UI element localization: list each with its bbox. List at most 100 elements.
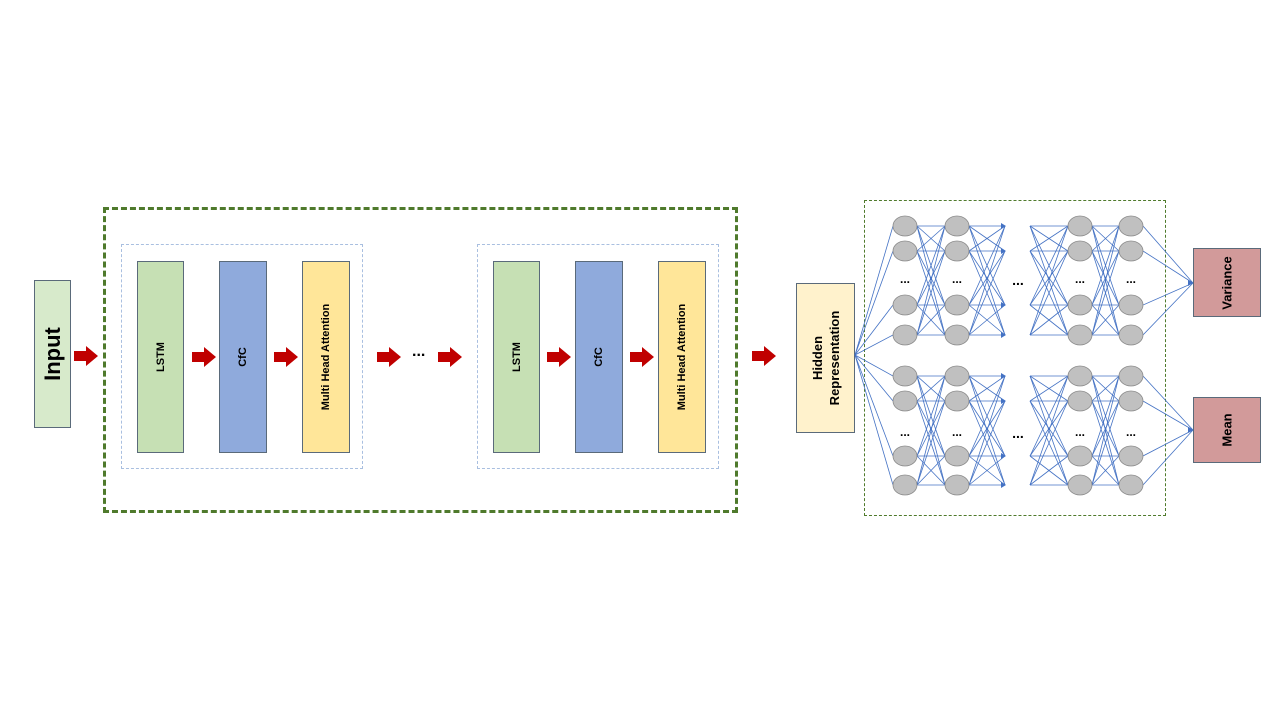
network-node [1118, 215, 1144, 237]
node-ellipsis: ... [1126, 272, 1136, 286]
edge-node-to-output [1142, 375, 1194, 431]
network-node [1118, 294, 1144, 316]
edge-hidden-to-node [854, 250, 894, 356]
network-node [944, 294, 970, 316]
network-node [944, 474, 970, 496]
network-node [1118, 445, 1144, 467]
network-node [1067, 390, 1093, 412]
edge-arrowhead [1001, 398, 1006, 404]
edge-arrowhead [1001, 332, 1006, 338]
edge-to-ellipsis [968, 304, 1006, 336]
encoder-frame [103, 207, 738, 513]
network-node [1067, 365, 1093, 387]
edge-from-ellipsis [1029, 225, 1069, 252]
edge-to-ellipsis [968, 225, 1006, 306]
network-node [1067, 240, 1093, 262]
network-node [1067, 215, 1093, 237]
edge-to-ellipsis [968, 400, 1006, 486]
ellipsis-blocks: ... [412, 343, 426, 360]
edge-node-to-node [916, 250, 946, 306]
hidden-representation-box: Hidden Representation [796, 283, 855, 433]
edge-node-to-node [1091, 400, 1120, 486]
edge-node-to-output [1142, 282, 1194, 306]
node-ellipsis: ... [900, 272, 910, 286]
edge-node-to-node [1091, 225, 1120, 336]
attention-box-1: Multi Head Attention [302, 261, 350, 453]
network-node [1118, 390, 1144, 412]
encoder-block-2 [477, 244, 719, 469]
edge-to-ellipsis [968, 400, 1006, 457]
cfc-box-2: CfC [575, 261, 623, 453]
node-ellipsis: ... [952, 272, 962, 286]
edge-hidden-to-node [854, 354, 894, 402]
node-ellipsis: ... [952, 425, 962, 439]
arrow-mid-1 [377, 347, 401, 367]
edge-node-to-node [916, 225, 946, 336]
edge-from-ellipsis [1029, 225, 1069, 306]
edge-node-to-output [1142, 429, 1194, 457]
edge-to-ellipsis [968, 375, 1006, 402]
edge-node-to-node [1091, 375, 1120, 402]
node-ellipsis: ... [1075, 425, 1085, 439]
decoder-network-frame [864, 200, 1166, 516]
attention-box-2: Multi Head Attention [658, 261, 706, 453]
network-node [1118, 324, 1144, 346]
output-arrowhead [1188, 427, 1193, 433]
edge-node-to-node [916, 400, 946, 486]
mean-label: Mean [1219, 413, 1235, 447]
arrow-b1-1 [192, 347, 216, 367]
edge-node-to-node [916, 375, 946, 486]
edge-node-to-output [1142, 250, 1194, 284]
network-node [892, 474, 918, 496]
edge-arrowhead [1001, 223, 1006, 229]
edge-node-to-node [1091, 455, 1120, 486]
network-node [1067, 445, 1093, 467]
network-node [892, 445, 918, 467]
network-node [944, 365, 970, 387]
edge-node-to-node [1091, 400, 1120, 457]
edge-from-ellipsis [1029, 250, 1069, 336]
network-node [892, 365, 918, 387]
layer-ellipsis: ... [1012, 425, 1024, 441]
arrow-b2-1 [547, 347, 571, 367]
arrow-b1-2 [274, 347, 298, 367]
node-ellipsis: ... [1126, 425, 1136, 439]
node-ellipsis: ... [900, 425, 910, 439]
layer-ellipsis: ... [1012, 272, 1024, 288]
edge-hidden-to-node [854, 304, 894, 356]
network-node [892, 240, 918, 262]
network-node [944, 240, 970, 262]
edge-from-ellipsis [1029, 225, 1069, 336]
edge-node-to-node [1091, 250, 1120, 306]
edge-node-to-node [916, 250, 946, 336]
network-node [892, 215, 918, 237]
edge-hidden-to-node [854, 334, 894, 356]
network-node [944, 445, 970, 467]
edge-node-to-node [1091, 375, 1120, 457]
network-node [944, 324, 970, 346]
arrow-mid-2 [438, 347, 462, 367]
network-node [892, 324, 918, 346]
edge-to-ellipsis [968, 250, 1006, 336]
edge-node-to-node [1091, 225, 1120, 306]
network-node [1067, 324, 1093, 346]
edge-from-ellipsis [1029, 375, 1069, 402]
edge-node-to-node [916, 400, 946, 457]
variance-label: Variance [1219, 255, 1235, 310]
edge-to-ellipsis [968, 375, 1006, 486]
network-node [892, 390, 918, 412]
edge-hidden-to-node [854, 225, 894, 356]
lstm-box-2: LSTM [493, 261, 540, 453]
edge-hidden-to-node [854, 354, 894, 486]
edge-node-to-node [916, 225, 946, 252]
edge-node-to-output [1142, 225, 1194, 284]
edge-node-to-output [1142, 282, 1194, 336]
encoder-block-1 [121, 244, 363, 469]
network-node [944, 215, 970, 237]
network-node [1067, 294, 1093, 316]
edge-to-ellipsis [968, 225, 1006, 252]
edge-node-to-node [916, 455, 946, 486]
network-node [1067, 474, 1093, 496]
edge-hidden-to-node [854, 354, 894, 457]
